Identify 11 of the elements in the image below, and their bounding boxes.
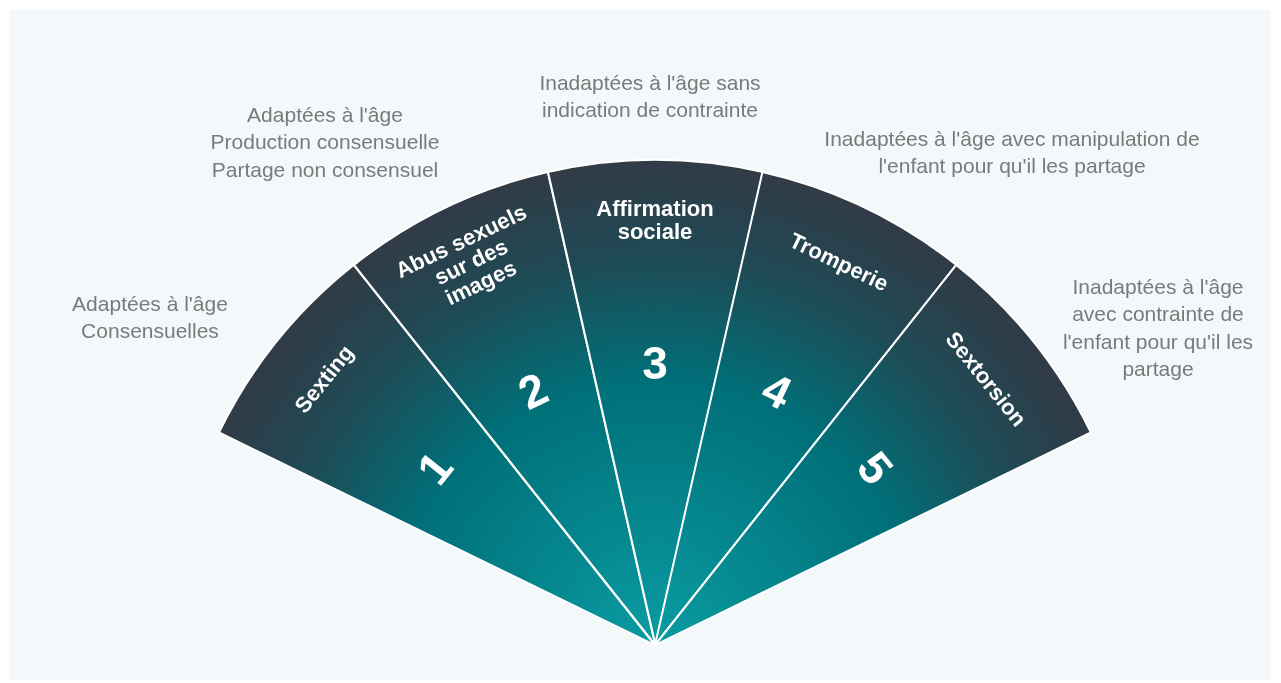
description-text: Adaptées à l'âge Consensuelles [71,290,229,344]
description-text: Inadaptées à l'âge sans indication de contrainte [538,69,762,123]
segment-number: 3 [641,338,669,388]
segment-number: 2 [509,360,557,422]
description-text: Adaptées à l'âge Production consensuelle Partage non consensuel [209,102,441,183]
segment-number: 1 [405,440,465,497]
description-text: Inadaptées à l'âge avec contrainte de l'enfant pour qu'il les partage [1061,274,1255,383]
segment-number: 5 [845,440,905,497]
description-text: Inadaptées à l'âge avec manipulation de l'enfant pour qu'il les partage [823,125,1201,179]
segment-title: Affirmation sociale [595,196,715,244]
segment-number: 4 [753,360,801,422]
